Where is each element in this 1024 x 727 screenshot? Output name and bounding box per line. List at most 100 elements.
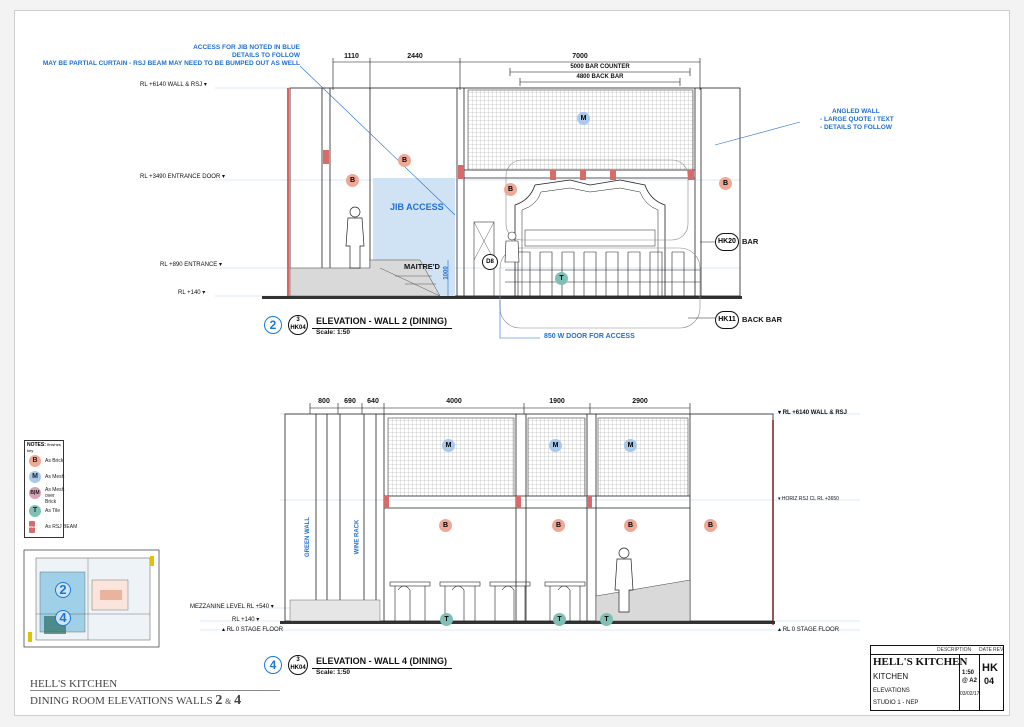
wall2-stairs <box>289 259 441 297</box>
level-entrance: RL +890 ENTRANCE ▾ <box>160 262 222 268</box>
elevation-4-scale: Scale: 1:50 <box>316 669 350 676</box>
wall4-level-stage-right: ▴ RL 0 STAGE FLOOR <box>778 627 840 633</box>
wall2-dimension-lines <box>332 58 701 90</box>
marker-brick: B <box>624 519 637 532</box>
keyplan <box>23 549 160 648</box>
footer-project-name: HELL'S KITCHEN <box>30 678 118 690</box>
tb-at: @ A2 <box>962 678 977 684</box>
tb-scale: 1:50 <box>962 670 975 676</box>
wall4-level-rl140: RL +140 ▾ <box>232 617 260 623</box>
wall2-person-figure <box>345 206 365 269</box>
wall2-bar-stools <box>505 251 700 296</box>
wall4-mezzanine <box>289 599 381 622</box>
marker-brick: B <box>398 154 411 167</box>
jib-note-line-2: DETAILS TO FOLLOW <box>231 52 300 59</box>
marker-tile: T <box>555 272 568 285</box>
marker-brick: B <box>346 174 359 187</box>
elevation-2-underline <box>312 328 452 329</box>
dim-2440: 2440 <box>407 53 423 60</box>
legend-swatch-mesh-brick: B|M <box>29 487 41 499</box>
legend-label-mesh-brick: As Mesh over Brick <box>45 487 65 505</box>
wall4-level-stage-left-text: RL 0 STAGE FLOOR <box>226 627 284 633</box>
tb-date: DATE <box>979 647 992 653</box>
wall4-level-wall-rsj-text: RL +6140 WALL & RSJ <box>782 410 847 416</box>
wall2-leader-lines <box>299 65 801 339</box>
marker-mesh: M <box>549 439 562 452</box>
wall2-mesh-panel <box>467 89 694 171</box>
jib-access-label: JIB ACCESS <box>390 202 444 212</box>
wall4-mesh-panel-c <box>597 417 689 497</box>
dim-690: 690 <box>344 398 356 405</box>
wall4-level-stage-left: ▴ RL 0 STAGE FLOOR <box>222 627 284 633</box>
footer-subtitle: DINING ROOM ELEVATIONS WALLS 2 & 4 <box>30 693 241 709</box>
finishes-legend: NOTES: finishes key B As Brick M As Mesh B… <box>24 440 77 538</box>
wall4-dimension-lines <box>309 403 691 414</box>
level-rl140-text: RL +140 <box>178 290 201 296</box>
footer-subtitle-text: DINING ROOM ELEVATIONS WALLS <box>30 695 213 707</box>
marker-mesh: M <box>577 112 590 125</box>
tb-studio: STUDIO 1 - NEP <box>873 700 919 706</box>
legend-label-mesh: As Mesh <box>45 474 65 480</box>
marker-brick: B <box>552 519 565 532</box>
wall4-level-mezzanine: MEZZANINE LEVEL RL +540 ▾ <box>190 604 274 610</box>
legend-heading-sub: finishes key <box>27 442 61 453</box>
legend-swatch-mesh: M <box>29 471 41 483</box>
marker-tile: T <box>600 613 613 626</box>
tb-description: DESCRIPTION <box>937 647 972 653</box>
angled-note-line-2: - LARGE QUOTE / TEXT <box>820 116 894 123</box>
elevation-4-number: 4 <box>264 656 282 674</box>
door-tag-d8: D8 <box>482 254 498 270</box>
level-entrance-text: RL +890 ENTRANCE <box>160 262 218 268</box>
tb-drawing-no-top: HK <box>982 662 998 674</box>
legend-label-brick: As Brick <box>45 458 64 464</box>
legend-label-rsj: As RSJ BEAM <box>45 524 78 530</box>
elevation-2-ref-sheet: HK04 <box>290 325 306 331</box>
elevation-4-ref: 3 HK04 <box>288 655 308 675</box>
wall2-floor <box>262 296 742 299</box>
dim-bar-counter: 5000 BAR COUNTER <box>570 64 630 70</box>
elevation-2-title: ELEVATION - WALL 2 (DINING) <box>316 316 447 326</box>
marker-tile: T <box>440 613 453 626</box>
footer-amp: & <box>225 697 232 706</box>
elevation-4-ref-num: 3 <box>296 657 300 663</box>
tb-brand: HELL'S KITCHEN <box>873 656 968 668</box>
legend-heading-text: NOTES: <box>27 442 46 448</box>
wall2-bar-person <box>504 231 520 263</box>
wall4-floor <box>280 621 775 624</box>
keyplan-marker-2: 2 <box>55 582 71 598</box>
elevation-2-number: 2 <box>264 316 282 334</box>
wine-rack-label: WINE RACK <box>354 519 361 555</box>
legend-swatch-brick: B <box>29 455 41 467</box>
title-block: DESCRIPTION DATE REV HELL'S KITCHEN KITC… <box>870 645 1004 711</box>
elevation-2-ref-num: 3 <box>296 317 300 323</box>
wall4-level-rsj-cl-text: HORIZ RSJ CL RL +3650 <box>781 496 839 502</box>
elevation-4-title: ELEVATION - WALL 4 (DINING) <box>316 656 447 666</box>
marker-brick: B <box>439 519 452 532</box>
elevation-4-ref-sheet: HK04 <box>290 665 306 671</box>
angled-note-line-1: ANGLED WALL <box>832 108 880 115</box>
wall2-back-bar-arch <box>514 179 666 296</box>
jib-note-line-1: ACCESS FOR JIB NOTED IN BLUE <box>193 44 300 51</box>
tb-drawing-no-bottom: 04 <box>984 676 995 686</box>
footer-wall-b: 4 <box>234 693 242 708</box>
dim-1110: 1110 <box>344 53 359 60</box>
elevation-2-scale: Scale: 1:50 <box>316 329 350 336</box>
legend-swatch-tile: T <box>29 505 41 517</box>
marker-mesh: M <box>442 439 455 452</box>
tb-rev: REV <box>993 647 1004 653</box>
wall4-mesh-panel-b <box>527 417 586 497</box>
wall4-mesh-panel-a <box>387 417 515 497</box>
level-rl140: RL +140 ▾ <box>178 290 206 296</box>
level-entrance-door-text: RL +3490 ENTRANCE DOOR <box>140 174 221 180</box>
wall4-level-stage-right-text: RL 0 STAGE FLOOR <box>782 627 840 633</box>
dim-back-bar: 4800 BACK BAR <box>576 74 624 80</box>
door-access-note: 850 W DOOR FOR ACCESS <box>544 333 635 340</box>
marker-brick: B <box>719 177 732 190</box>
wall4-level-mezzanine-text: MEZZANINE LEVEL RL +540 <box>190 604 270 610</box>
level-wall-rsj: RL +6140 WALL & RSJ ▾ <box>140 82 207 88</box>
elevation-4-underline <box>312 668 452 669</box>
wall4-rsj-markers <box>384 496 592 508</box>
dim-640: 640 <box>367 398 379 405</box>
